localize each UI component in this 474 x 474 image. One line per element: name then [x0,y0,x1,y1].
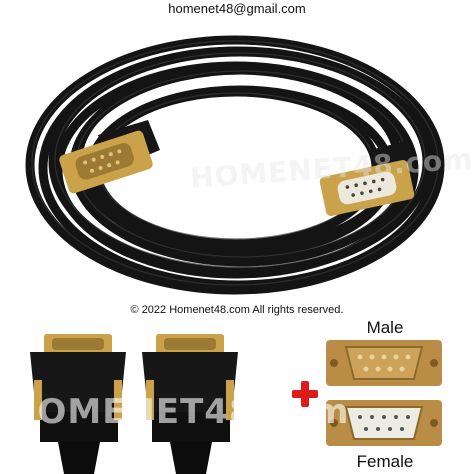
bottom-connector-right [142,334,238,474]
male-db9-face [326,340,442,386]
coil-male-connector [59,120,160,194]
email-header: homenet48@gmail.com [168,1,306,16]
coil-female-connector [319,140,416,216]
bottom-connector-left [30,334,126,474]
copyright-text: © 2022 Homenet48.com All rights reserved… [130,304,344,316]
female-label: Female [356,452,414,471]
male-label: Male [366,318,404,337]
watermark-bottom: HOMENET48.com [8,392,350,432]
plus-icon [292,381,318,407]
female-db9-face [326,400,442,446]
